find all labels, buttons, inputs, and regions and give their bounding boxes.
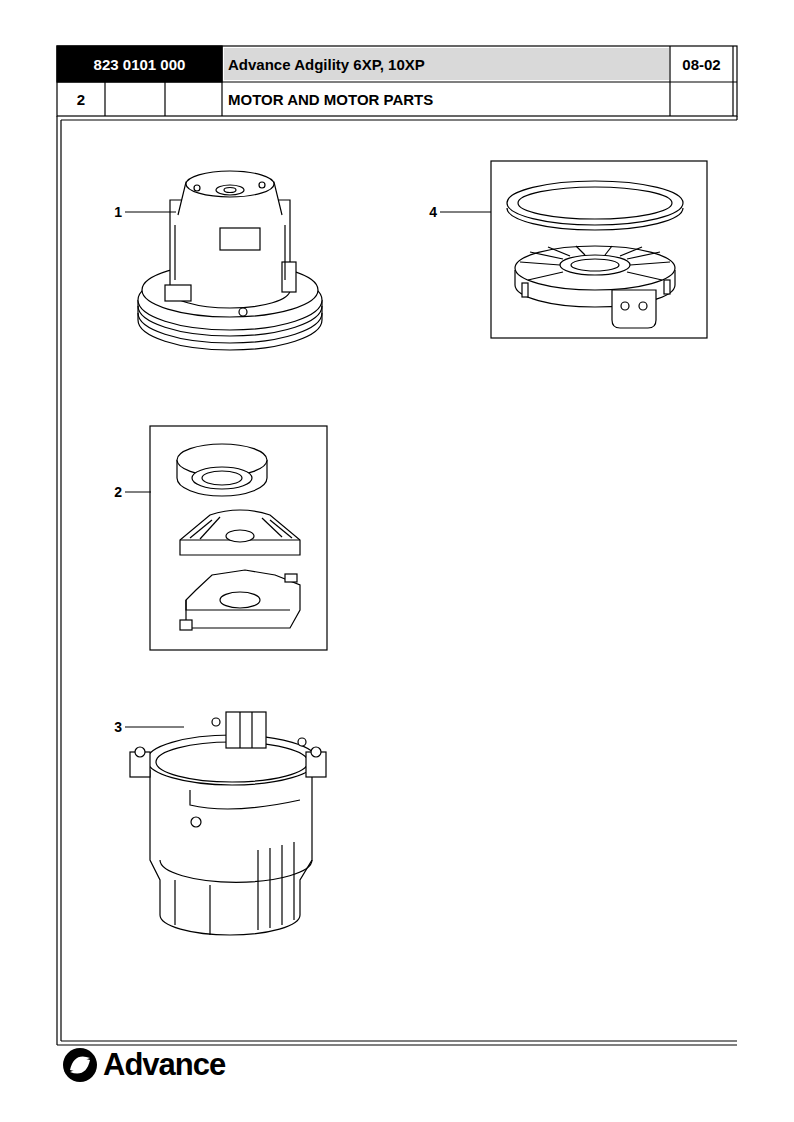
callout-number: 2 [104, 482, 122, 502]
section-title: MOTOR AND MOTOR PARTS [228, 82, 668, 116]
seal-kit-drawing [150, 426, 327, 650]
callout-number: 4 [419, 202, 437, 222]
motor-housing-drawing [130, 712, 326, 935]
revision-date: 08-02 [670, 46, 733, 82]
section-number: 2 [57, 82, 105, 116]
brand-logo: Advance [103, 1046, 253, 1082]
leader-line [125, 727, 184, 728]
callout-number: 3 [104, 717, 122, 737]
page-frame [57, 116, 737, 1045]
callout-number: 1 [104, 202, 122, 222]
leader-line [125, 212, 176, 213]
part-number: 823 0101 000 [57, 46, 222, 82]
model-name: Advance Adgility 6XP, 10XP [228, 46, 668, 82]
motor-drawing [138, 171, 322, 350]
logo-symbol [63, 1048, 97, 1082]
leader-line [125, 492, 151, 493]
header-table [57, 46, 737, 116]
fan-housing-drawing [491, 161, 707, 338]
leader-line [440, 212, 491, 213]
